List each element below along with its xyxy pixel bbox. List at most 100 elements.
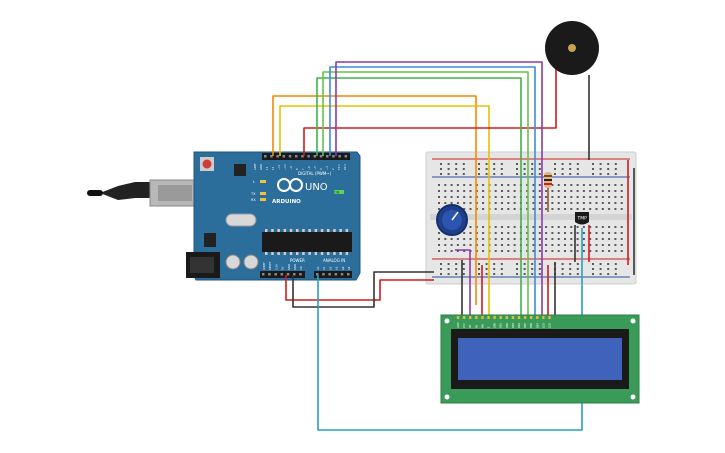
header-pin-hole[interactable]	[274, 273, 277, 276]
breadboard-rail-hole	[592, 163, 594, 165]
header-pin-hole[interactable]	[288, 155, 292, 158]
analog-header[interactable]	[314, 271, 352, 278]
header-pin-hole[interactable]	[270, 155, 273, 158]
header-pin-hole[interactable]	[340, 273, 344, 276]
breadboard-rail-hole	[614, 163, 617, 165]
reset-button[interactable]	[202, 159, 212, 169]
lcd-pin[interactable]	[475, 316, 478, 319]
lcd-pin[interactable]	[487, 316, 490, 319]
breadboard-hole	[450, 190, 453, 192]
header-pin-hole[interactable]	[319, 155, 323, 158]
breadboard-hole	[532, 190, 535, 192]
pin-label: A4	[341, 266, 345, 270]
breadboard-hole	[538, 202, 541, 204]
wire-green[interactable]	[316, 77, 522, 318]
wire-blue[interactable]	[329, 66, 536, 318]
breadboard-rail-hole	[455, 173, 458, 175]
pin-label: A3	[335, 266, 339, 270]
header-pin-hole[interactable]	[328, 273, 331, 276]
breadboard-hole	[595, 232, 598, 234]
breadboard-rail-hole	[447, 168, 450, 170]
wire-light-green[interactable]	[322, 71, 529, 318]
potentiometer[interactable]	[436, 204, 468, 236]
lcd-pin[interactable]	[493, 316, 496, 319]
header-pin-hole[interactable]	[307, 155, 310, 158]
pin-label: ~3	[325, 166, 329, 170]
header-pin-hole[interactable]	[347, 273, 350, 276]
wire-purple[interactable]	[335, 61, 543, 318]
lcd-pin[interactable]	[548, 316, 551, 319]
piezo-buzzer[interactable]	[545, 21, 599, 75]
header-pin-hole[interactable]	[301, 155, 304, 158]
lcd-pin[interactable]	[456, 316, 460, 319]
lcd-pin[interactable]	[469, 316, 472, 319]
lcd-pin[interactable]	[481, 316, 484, 319]
header-pin-hole[interactable]	[338, 155, 341, 158]
breadboard-hole	[482, 232, 485, 234]
breadboard-hole	[513, 238, 516, 240]
resistor-band-1	[544, 175, 552, 177]
breadboard-hole	[482, 226, 485, 228]
header-pin-hole[interactable]	[334, 273, 338, 276]
header-pin-hole[interactable]	[280, 273, 284, 276]
lcd-pin[interactable]	[499, 316, 502, 319]
wire-black-gnd[interactable]	[292, 271, 434, 308]
breadboard-hole	[456, 250, 459, 252]
arduino-uno[interactable]: ARDUINO UNO DIGITAL (PWM~) POWER ANALOG …	[87, 151, 361, 281]
breadboard-hole	[444, 250, 447, 252]
header-pin-hole[interactable]	[316, 273, 319, 276]
digital-header[interactable]	[262, 153, 350, 160]
breadboard-hole	[513, 196, 516, 198]
wire-red-5v[interactable]	[285, 275, 434, 301]
header-pin-hole[interactable]	[262, 273, 265, 276]
resistor[interactable]	[544, 172, 552, 188]
lcd-pin[interactable]	[530, 316, 533, 319]
breadboard-rail-hole	[561, 263, 564, 265]
header-pin-hole[interactable]	[344, 155, 348, 158]
lcd-pin[interactable]	[523, 316, 527, 319]
header-pin-hole[interactable]	[268, 273, 271, 276]
breadboard-hole	[513, 232, 516, 234]
breadboard[interactable]	[425, 151, 637, 285]
wire-yellow[interactable]	[279, 105, 490, 315]
usb-interface-chip	[234, 164, 246, 176]
header-pin-hole[interactable]	[276, 155, 279, 158]
header-pin-hole[interactable]	[326, 155, 329, 158]
breadboard-hole	[538, 208, 541, 210]
lcd-pin[interactable]	[517, 316, 521, 319]
breadboard-hole	[501, 184, 503, 186]
breadboard-hole	[595, 202, 598, 204]
breadboard-rail-hole	[531, 168, 534, 170]
breadboard-hole	[608, 202, 611, 204]
header-pin-hole[interactable]	[282, 155, 286, 158]
microcontroller-chip	[262, 232, 352, 252]
lcd-pin[interactable]	[536, 316, 539, 319]
header-pin-hole[interactable]	[293, 273, 296, 276]
breadboard-rail-hole	[592, 263, 594, 265]
lcd-pin[interactable]	[542, 316, 545, 319]
lcd-pin[interactable]	[511, 316, 515, 319]
pin-label: GND	[287, 264, 291, 270]
chip-pin	[327, 229, 330, 232]
breadboard-rail-hole	[523, 263, 526, 265]
header-pin-hole[interactable]	[332, 155, 335, 158]
chip-pin	[296, 229, 299, 232]
header-pin-hole[interactable]	[295, 155, 298, 158]
breadboard-rail-hole	[614, 268, 617, 270]
breadboard-hole	[576, 232, 579, 234]
header-pin-hole[interactable]	[264, 155, 267, 158]
lcd-pin[interactable]	[462, 316, 466, 319]
temperature-sensor[interactable]: TMP	[575, 212, 589, 225]
breadboard-hole	[551, 202, 554, 204]
header-pin-hole[interactable]	[299, 273, 302, 276]
header-pin-hole[interactable]	[286, 273, 290, 276]
wire-purple-pot[interactable]	[455, 249, 471, 318]
breadboard-rail-hole	[493, 273, 496, 275]
header-pin-hole[interactable]	[313, 155, 317, 158]
header-pin-hole[interactable]	[322, 273, 325, 276]
lcd-pin[interactable]	[505, 316, 508, 319]
wire-red-buzzer[interactable]	[303, 62, 570, 156]
breadboard-rail-hole	[554, 163, 556, 165]
wire-orange[interactable]	[272, 95, 477, 305]
